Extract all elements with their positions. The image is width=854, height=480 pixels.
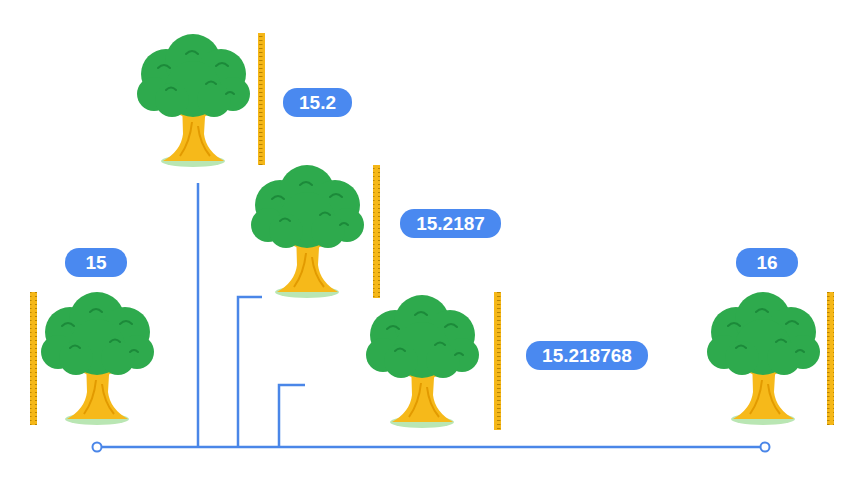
value-label: 16: [756, 253, 777, 272]
line-end: [93, 443, 102, 452]
value-label: 15: [85, 253, 106, 272]
value-pill: 15.2: [283, 88, 352, 117]
tree: [707, 292, 820, 425]
value-pill: 15.2187: [400, 209, 501, 238]
ruler: [258, 33, 265, 165]
line-end: [761, 443, 770, 452]
ruler: [827, 292, 834, 425]
tree: [251, 165, 364, 298]
value-pill: 16: [736, 248, 798, 277]
number-line: [97, 183, 765, 447]
value-label: 15.2: [299, 93, 336, 112]
value-pill: 15.218768: [526, 341, 648, 370]
value-pill: 15: [65, 248, 127, 277]
tree: [41, 292, 154, 425]
value-label: 15.2187: [416, 214, 485, 233]
tree: [137, 34, 250, 167]
tree: [366, 295, 479, 428]
ruler: [494, 292, 501, 430]
ruler: [30, 292, 37, 425]
ruler: [373, 165, 380, 298]
value-label: 15.218768: [542, 346, 632, 365]
